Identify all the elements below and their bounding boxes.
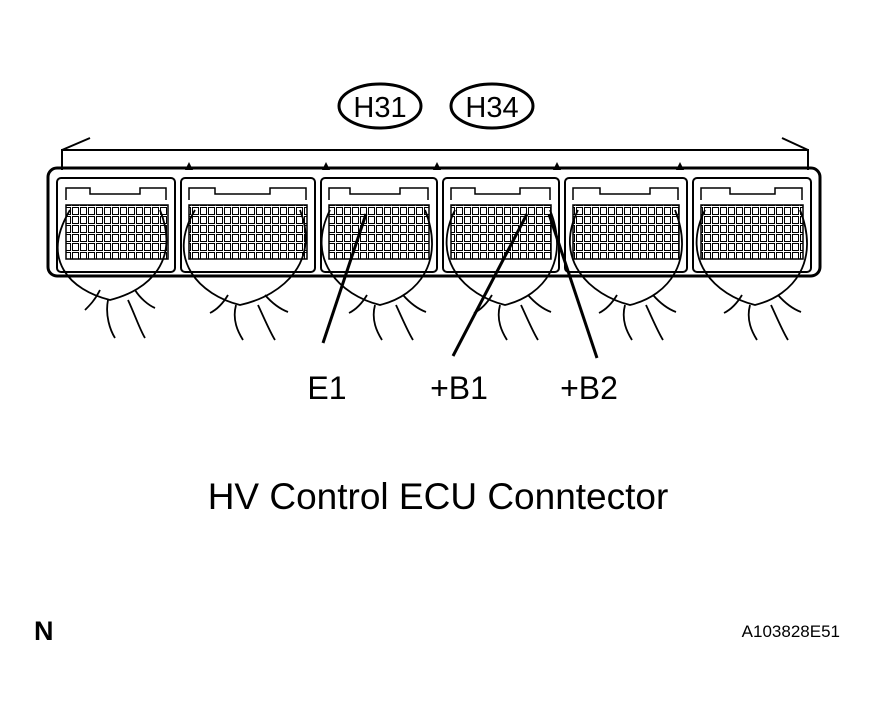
- pin-label-b2: +B2: [560, 370, 618, 406]
- pin-grids: [65, 204, 804, 260]
- ecu-housing: [46, 166, 822, 278]
- pin-label-b1: +B1: [430, 370, 488, 406]
- pin-leader-lines: [321, 213, 599, 359]
- wire-harnesses: [57, 209, 808, 341]
- corner-letter: N: [34, 616, 54, 646]
- callout-h31: H31: [337, 82, 423, 130]
- diagram-caption: HV Control ECU Conntector: [207, 476, 669, 517]
- pin-label-e1: E1: [307, 370, 346, 406]
- connector-bracket: [61, 137, 809, 170]
- callout-h34-label: H34: [465, 92, 518, 124]
- latch-notches: [65, 187, 803, 200]
- callout-h34: H34: [449, 82, 535, 130]
- connector-row: [56, 177, 812, 273]
- callout-h31-label: H31: [353, 92, 406, 124]
- figure-id: A103828E51: [741, 622, 840, 641]
